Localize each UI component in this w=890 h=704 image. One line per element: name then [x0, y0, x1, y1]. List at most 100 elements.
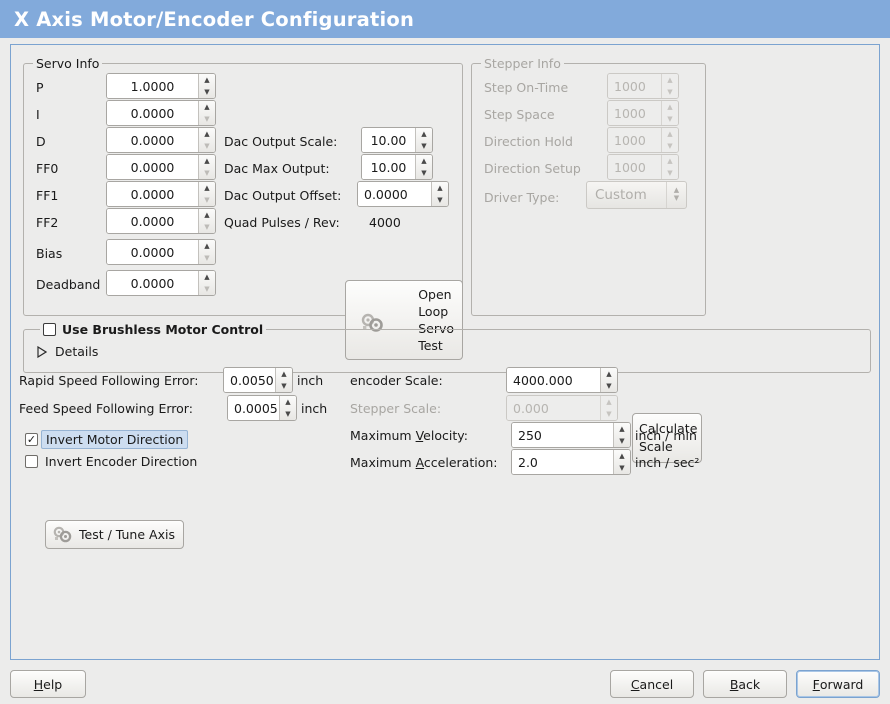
invert-motor-direction-checkbox[interactable]: ✓ Invert Motor Direction: [25, 430, 189, 449]
spin-down-icon[interactable]: ▼: [421, 168, 427, 177]
encoder-scale-buttons[interactable]: ▲ ▼: [600, 368, 617, 392]
dac-output-scale-spin[interactable]: 10.00 ▲ ▼: [361, 127, 433, 153]
spin-up-icon[interactable]: ▲: [204, 272, 210, 281]
servo-spin-bias-buttons[interactable]: ▲ ▼: [198, 240, 215, 264]
spin-up-icon[interactable]: ▲: [204, 102, 210, 111]
spin-down-icon[interactable]: ▼: [281, 381, 287, 390]
use-brushless-checkbox[interactable]: [43, 323, 56, 336]
spin-down-icon[interactable]: ▼: [204, 253, 210, 262]
spin-down-icon[interactable]: ▼: [204, 114, 210, 123]
spin-down-icon[interactable]: ▼: [606, 409, 612, 418]
spin-up-icon[interactable]: ▲: [606, 397, 612, 406]
spin-up-icon[interactable]: ▲: [606, 369, 612, 378]
servo-spin-ff0[interactable]: 0.0000 ▲ ▼: [106, 154, 216, 180]
rapid-following-error-spin[interactable]: 0.0050 ▲ ▼: [223, 367, 293, 393]
spin-down-icon[interactable]: ▼: [204, 168, 210, 177]
spin-down-icon[interactable]: ▼: [421, 141, 427, 150]
spin-down-icon[interactable]: ▼: [437, 195, 443, 204]
spin-up-icon[interactable]: ▲: [667, 156, 673, 165]
step-space-buttons[interactable]: ▲ ▼: [661, 101, 678, 125]
maximum-velocity-buttons[interactable]: ▲ ▼: [613, 423, 630, 447]
servo-spin-deadband-buttons[interactable]: ▲ ▼: [198, 271, 215, 295]
checkbox-checked-icon[interactable]: ✓: [25, 433, 38, 446]
driver-type-combo[interactable]: Custom ▲▼: [586, 181, 687, 209]
stepper-scale-spin[interactable]: 0.000 ▲ ▼: [506, 395, 618, 421]
spin-down-icon[interactable]: ▼: [667, 168, 673, 177]
spin-down-icon[interactable]: ▼: [606, 381, 612, 390]
spin-down-icon[interactable]: ▼: [204, 222, 210, 231]
spin-up-icon[interactable]: ▲: [619, 451, 625, 460]
spin-up-icon[interactable]: ▲: [204, 210, 210, 219]
calculate-scale-button[interactable]: Calculate Scale: [632, 413, 702, 463]
direction-hold-buttons[interactable]: ▲ ▼: [661, 128, 678, 152]
spin-up-icon[interactable]: ▲: [437, 183, 443, 192]
servo-spin-i-buttons[interactable]: ▲ ▼: [198, 101, 215, 125]
spin-down-icon[interactable]: ▼: [204, 87, 210, 96]
spin-up-icon[interactable]: ▲: [204, 75, 210, 84]
maximum-acceleration-buttons[interactable]: ▲ ▼: [613, 450, 630, 474]
spin-up-icon[interactable]: ▲: [204, 156, 210, 165]
direction-setup-spin[interactable]: 1000 ▲ ▼: [607, 154, 679, 180]
spin-up-icon[interactable]: ▲: [667, 102, 673, 111]
spin-up-icon[interactable]: ▲: [285, 397, 291, 406]
spin-up-icon[interactable]: ▲: [281, 369, 287, 378]
invert-encoder-direction-checkbox[interactable]: Invert Encoder Direction: [25, 454, 197, 469]
dac-output-scale-buttons[interactable]: ▲ ▼: [415, 128, 432, 152]
spin-up-icon[interactable]: ▲: [667, 129, 673, 138]
maximum-velocity-spin[interactable]: 250 ▲ ▼: [511, 422, 631, 448]
maximum-acceleration-spin[interactable]: 2.0 ▲ ▼: [511, 449, 631, 475]
spin-up-icon[interactable]: ▲: [204, 183, 210, 192]
dac-output-offset-spin[interactable]: 0.0000 ▲ ▼: [357, 181, 449, 207]
spin-up-icon[interactable]: ▲: [619, 424, 625, 433]
spin-up-icon[interactable]: ▲: [667, 75, 673, 84]
checkbox-unchecked-icon[interactable]: [25, 455, 38, 468]
spin-down-icon[interactable]: ▼: [619, 463, 625, 472]
dac-output-offset-buttons[interactable]: ▲ ▼: [431, 182, 448, 206]
servo-spin-d[interactable]: 0.0000 ▲ ▼: [106, 127, 216, 153]
step-on-time-buttons[interactable]: ▲ ▼: [661, 74, 678, 98]
spin-up-icon[interactable]: ▲: [421, 156, 427, 165]
servo-spin-p[interactable]: 1.0000 ▲ ▼: [106, 73, 216, 99]
servo-spin-ff1[interactable]: 0.0000 ▲ ▼: [106, 181, 216, 207]
spin-up-icon[interactable]: ▲: [204, 129, 210, 138]
servo-spin-d-buttons[interactable]: ▲ ▼: [198, 128, 215, 152]
servo-spin-bias[interactable]: 0.0000 ▲ ▼: [106, 239, 216, 265]
servo-spin-deadband[interactable]: 0.0000 ▲ ▼: [106, 270, 216, 296]
spin-down-icon[interactable]: ▼: [667, 114, 673, 123]
direction-setup-buttons[interactable]: ▲ ▼: [661, 155, 678, 179]
spin-up-icon[interactable]: ▲: [421, 129, 427, 138]
encoder-scale-spin[interactable]: 4000.000 ▲ ▼: [506, 367, 618, 393]
spin-down-icon[interactable]: ▼: [204, 141, 210, 150]
details-expander[interactable]: Details: [36, 344, 98, 359]
spin-down-icon[interactable]: ▼: [619, 436, 625, 445]
spin-down-icon[interactable]: ▼: [667, 87, 673, 96]
feed-following-error-buttons[interactable]: ▲ ▼: [279, 396, 296, 420]
test-tune-axis-button[interactable]: Test / Tune Axis: [45, 520, 184, 549]
spin-down-icon[interactable]: ▼: [285, 409, 291, 418]
spin-down-icon[interactable]: ▼: [204, 195, 210, 204]
open-loop-servo-test-button[interactable]: Open Loop Servo Test: [345, 280, 463, 360]
spin-down-icon[interactable]: ▼: [204, 284, 210, 293]
step-on-time-spin[interactable]: 1000 ▲ ▼: [607, 73, 679, 99]
rapid-following-error-buttons[interactable]: ▲ ▼: [275, 368, 292, 392]
servo-spin-ff0-buttons[interactable]: ▲ ▼: [198, 155, 215, 179]
dac-max-output-buttons[interactable]: ▲ ▼: [415, 155, 432, 179]
servo-spin-ff1-buttons[interactable]: ▲ ▼: [198, 182, 215, 206]
combo-updown-icon[interactable]: ▲▼: [666, 182, 686, 208]
servo-spin-ff2[interactable]: 0.0000 ▲ ▼: [106, 208, 216, 234]
feed-following-error-spin[interactable]: 0.0005 ▲ ▼: [227, 395, 297, 421]
dac-max-output-spin[interactable]: 10.00 ▲ ▼: [361, 154, 433, 180]
step-space-spin[interactable]: 1000 ▲ ▼: [607, 100, 679, 126]
servo-spin-ff2-buttons[interactable]: ▲ ▼: [198, 209, 215, 233]
stepper-scale-buttons[interactable]: ▲ ▼: [600, 396, 617, 420]
servo-spin-i[interactable]: 0.0000 ▲ ▼: [106, 100, 216, 126]
servo-spin-p-buttons[interactable]: ▲ ▼: [198, 74, 215, 98]
chevron-right-icon[interactable]: [36, 345, 47, 358]
spin-up-icon[interactable]: ▲: [204, 241, 210, 250]
spin-down-icon[interactable]: ▼: [667, 141, 673, 150]
direction-hold-spin[interactable]: 1000 ▲ ▼: [607, 127, 679, 153]
